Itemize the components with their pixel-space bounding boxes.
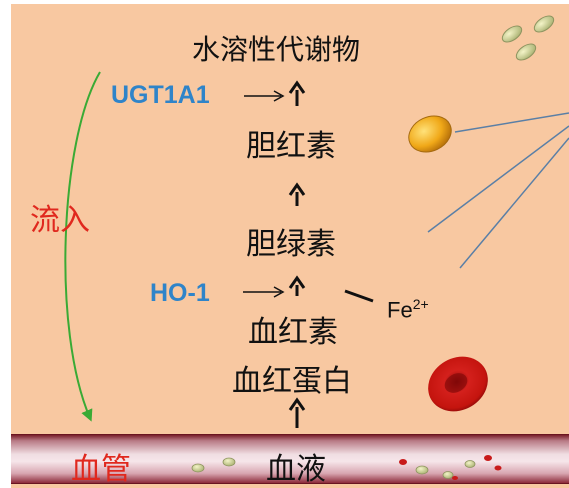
arrow-ugt1a1 bbox=[244, 90, 285, 102]
inflow-label: 流入 bbox=[30, 203, 90, 238]
red-blood-cell-icon bbox=[428, 356, 488, 412]
arrow-blood-to-hemoglobin bbox=[288, 397, 306, 428]
diagram-background bbox=[11, 4, 569, 488]
cell-rays bbox=[427, 112, 569, 269]
blood-label: 血液 bbox=[266, 452, 326, 487]
iron-symbol: Fe bbox=[387, 297, 413, 323]
vessel-label: 血管 bbox=[71, 452, 131, 487]
arrow-heme-to-biliverdin bbox=[288, 275, 306, 296]
bilirubin-label: 胆红素 bbox=[246, 129, 336, 164]
iron-label: Fe2+ bbox=[387, 296, 429, 323]
ho1-label: HO-1 bbox=[150, 279, 210, 307]
arrow-ho1 bbox=[243, 286, 285, 298]
heme-label: 血红素 bbox=[248, 315, 338, 350]
ugt1a1-label: UGT1A1 bbox=[111, 81, 210, 109]
arrow-biliverdin-to-bilirubin bbox=[288, 182, 306, 206]
hemoglobin-label: 血红蛋白 bbox=[232, 364, 352, 399]
vessel-particles bbox=[191, 455, 502, 480]
inflow-arrow bbox=[64, 71, 101, 422]
yellow-cell-icon bbox=[408, 115, 452, 153]
iron-charge: 2+ bbox=[412, 296, 429, 312]
blood-vessel-band bbox=[11, 434, 569, 484]
biliverdin-label: 胆绿素 bbox=[246, 227, 336, 262]
arrow-bilirubin-to-watersoluble bbox=[288, 80, 306, 106]
water-soluble-metabolites-label: 水溶性代谢物 bbox=[192, 33, 361, 66]
arrow-iron-release bbox=[344, 289, 374, 303]
pill-cluster-icon bbox=[501, 15, 555, 61]
